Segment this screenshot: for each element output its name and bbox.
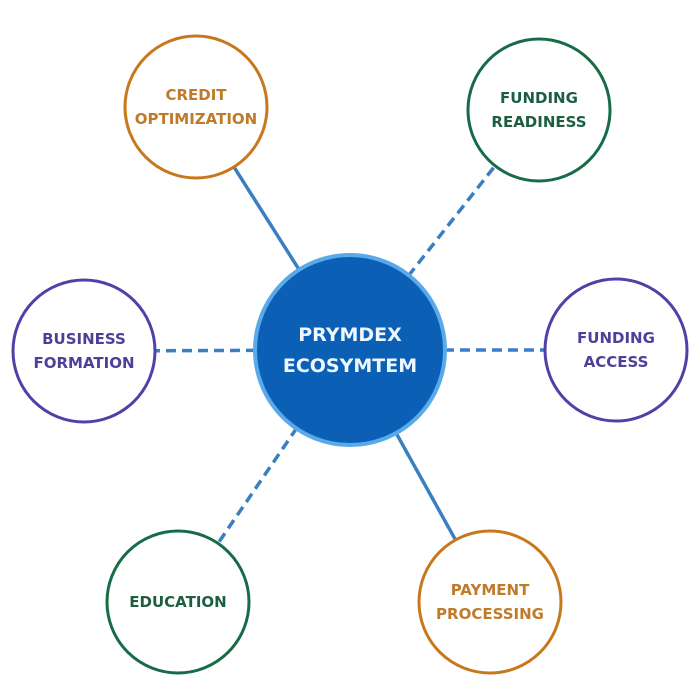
node-circle-business-formation [11,278,157,424]
connector-education [216,426,299,546]
node-circle-funding-readiness [466,37,612,183]
node-credit-optimization: CREDIT OPTIMIZATION [123,34,269,180]
node-funding-access: FUNDING ACCESS [543,277,689,423]
node-education: EDUCATION [105,529,251,675]
node-label-credit-optimization-line-2: OPTIMIZATION [135,110,258,128]
node-label-business-formation-line-1: BUSINESS [42,330,126,348]
connector-payment-processing [394,431,458,542]
node-label-business-formation-line-2: FORMATION [33,354,134,372]
node-label-payment-processing-line-1: PAYMENT [451,581,530,599]
node-circle-payment-processing [417,529,563,675]
node-circle-education [105,529,251,675]
node-label-funding-access-line-1: FUNDING [577,329,655,347]
node-label-funding-readiness-line-1: FUNDING [500,89,578,107]
node-circle-funding-access [543,277,689,423]
hub-label-line-1: PRYMDEX [298,324,402,346]
connectors [153,163,546,546]
node-label-education-line-1: EDUCATION [129,593,226,611]
hub-node: PRYMDEX ECOSYMTEM [253,253,447,447]
node-label-funding-access-line-2: ACCESS [584,353,649,371]
node-payment-processing: PAYMENT PROCESSING [417,529,563,675]
node-label-credit-optimization-line-1: CREDIT [165,86,227,104]
connector-credit-optimization [231,165,302,272]
node-funding-readiness: FUNDING READINESS [466,37,612,183]
hub-label-line-2: ECOSYMTEM [283,355,417,377]
connector-funding-readiness [406,163,498,278]
node-circle-credit-optimization [123,34,269,180]
node-label-payment-processing-line-2: PROCESSING [436,605,544,623]
satellite-nodes: CREDIT OPTIMIZATION FUNDING READINESS BUSINE… [11,34,689,675]
node-label-funding-readiness-line-2: READINESS [491,113,586,131]
node-business-formation: BUSINESS FORMATION [11,278,157,424]
hub-circle [253,253,447,447]
